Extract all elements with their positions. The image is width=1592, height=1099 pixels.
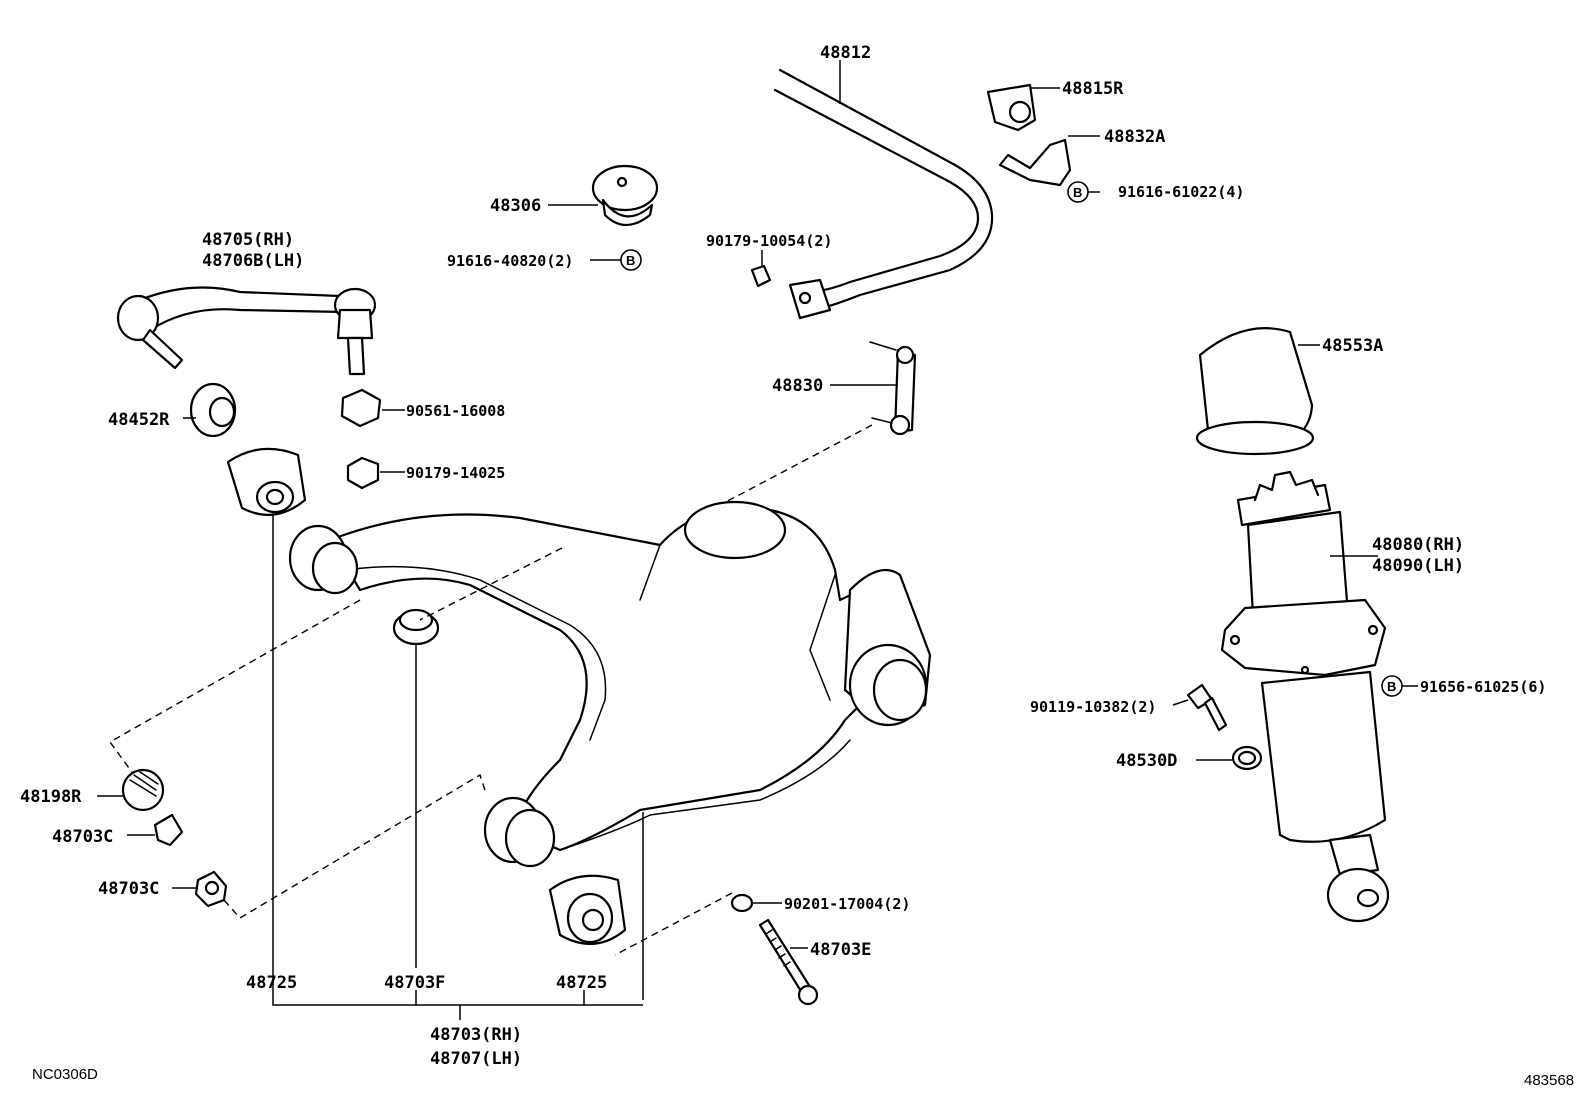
label-48705: 48705(RH) (202, 230, 294, 250)
label-91656-61025: 91656-61025(6) (1420, 678, 1546, 696)
b-marker: B (1067, 181, 1089, 203)
bump-stopper (591, 164, 659, 227)
label-48707: 48707(LH) (430, 1049, 522, 1069)
arm-left-bushing (288, 524, 359, 595)
label-48832A: 48832A (1104, 127, 1165, 147)
upper-control-arm (116, 286, 377, 376)
label-91616-40820: 91616-40820(2) (447, 252, 573, 270)
shock-washer (1231, 745, 1263, 771)
label-48725-right: 48725 (556, 973, 607, 993)
stabilizer-bracket (998, 138, 1072, 187)
label-90201-17004: 90201-17004(2) (784, 895, 910, 913)
label-48553A: 48553A (1322, 336, 1383, 356)
label-48706B: 48706B(LH) (202, 251, 304, 271)
lower-arm-bushing-left (226, 447, 307, 516)
svg-text:B: B (626, 253, 635, 268)
cam-bolt (758, 918, 819, 1006)
label-48703C-washer: 48703C (52, 827, 113, 847)
label-48812: 48812 (820, 43, 871, 63)
diagram-code-right: 483568 (1524, 1072, 1574, 1089)
arm-plug (392, 608, 440, 646)
label-48703F: 48703F (384, 973, 445, 993)
arm-bushing-small (189, 382, 237, 438)
stabilizer-bushing (986, 83, 1037, 132)
b-marker: B (1381, 675, 1403, 697)
stabilizer-nut (750, 264, 772, 288)
label-90561-16008: 90561-16008 (406, 402, 505, 420)
label-48306: 48306 (490, 196, 541, 216)
b-marker: B (620, 249, 642, 271)
stabilizer-bar (773, 68, 994, 320)
label-48725-left: 48725 (246, 973, 297, 993)
camber-cam-plate (121, 768, 165, 812)
upper-arm-nut (340, 388, 382, 428)
lower-control-arm (328, 500, 917, 852)
label-48703E: 48703E (810, 940, 871, 960)
label-48090: 48090(LH) (1372, 556, 1464, 576)
label-91616-61022: 91616-61022(4) (1118, 183, 1244, 201)
arm-knuckle-bushing (843, 568, 932, 727)
bolt-washer (730, 893, 754, 913)
label-48452R: 48452R (108, 410, 170, 430)
label-90119-10382: 90119-10382(2) (1030, 698, 1156, 716)
label-90179-10054: 90179-10054(2) (706, 232, 832, 250)
arm-rear-bushing (483, 796, 556, 868)
lower-arm-bushing-right (548, 874, 627, 945)
svg-text:B: B (1073, 185, 1082, 200)
hex-nut (346, 456, 380, 490)
svg-text:B: B (1387, 679, 1396, 694)
label-48703: 48703(RH) (430, 1025, 522, 1045)
cam-washer (153, 813, 184, 847)
label-48703C-nut: 48703C (98, 879, 159, 899)
stabilizer-link (869, 341, 917, 436)
label-48198R: 48198R (20, 787, 82, 807)
shock-absorber (1220, 470, 1390, 923)
shock-dust-cover (1195, 327, 1315, 456)
shock-bolt (1186, 683, 1228, 732)
label-90179-14025: 90179-14025 (406, 464, 505, 482)
label-48830: 48830 (772, 376, 823, 396)
label-48530D: 48530D (1116, 751, 1177, 771)
cam-nut (194, 870, 228, 908)
label-48080: 48080(RH) (1372, 535, 1464, 555)
diagram-code-left: NC0306D (32, 1066, 98, 1083)
label-48815R: 48815R (1062, 79, 1124, 99)
